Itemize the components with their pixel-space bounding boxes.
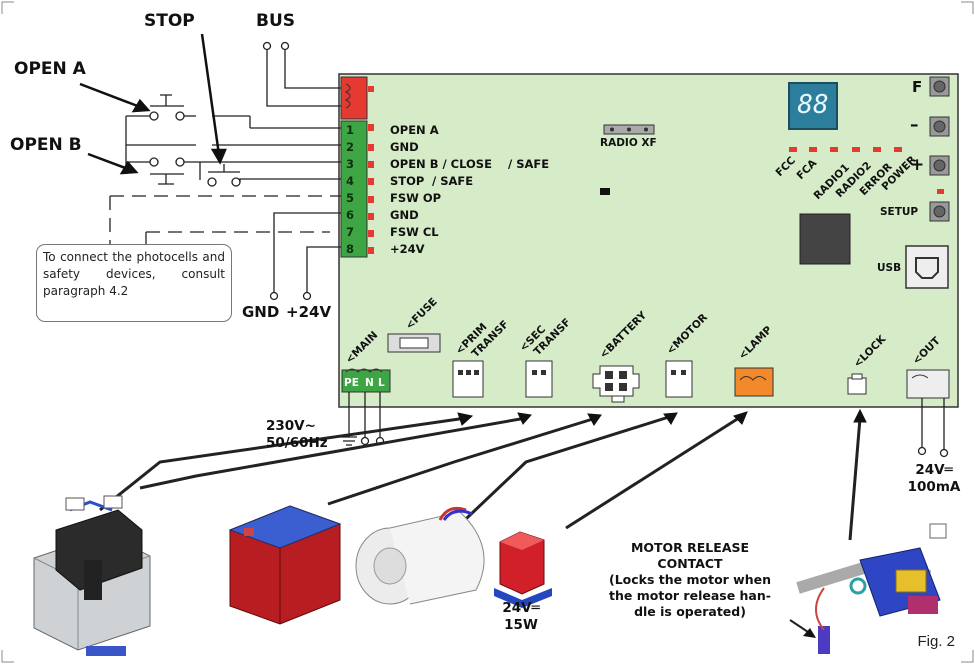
photocell-note: To connect the photocells and safety dev… (36, 244, 232, 322)
terminal-label: GND (390, 140, 419, 154)
terminal-extra: / SAFE (508, 157, 550, 171)
motor-release-description: (Locks the motor when the motor release … (609, 572, 771, 619)
out-voltage: 24V═ (915, 462, 953, 478)
out-current: 100mA (907, 479, 961, 495)
terminal-label: FSW OP (390, 191, 442, 205)
main-pin-n: N (365, 377, 374, 389)
lamp-voltage: 24V═ (502, 600, 540, 616)
plus-button-label: + (910, 155, 925, 175)
terminal-number: 8 (346, 242, 355, 256)
terminal-label: STOP (390, 174, 425, 188)
release-contact-image (789, 523, 947, 654)
radio-xf-label: RADIO XF (600, 137, 657, 149)
motor-image (355, 506, 485, 605)
lamp-image (494, 531, 552, 608)
setup-button-label: SETUP (880, 206, 919, 218)
v24-out-label: +24V (286, 303, 332, 321)
terminal-label: OPEN B / CLOSE (390, 157, 492, 171)
motor-release-title-2: CONTACT (657, 556, 723, 571)
mains-rating: 230V~ 50/60Hz (266, 418, 328, 452)
terminal-number: 5 (346, 191, 355, 205)
mains-frequency: 50/60Hz (266, 435, 328, 451)
lamp-rating: 24V═ 15W (490, 600, 552, 634)
main-pin-pe: PE (344, 377, 359, 389)
terminal-number: 1 (346, 123, 355, 137)
terminal-extra: / SAFE (432, 174, 474, 188)
transformer-image (33, 495, 151, 656)
bus-label: BUS (256, 11, 296, 31)
terminal-label: FSW CL (390, 225, 439, 239)
motor-release-title: MOTOR RELEASE (630, 540, 750, 555)
lamp-power: 15W (504, 617, 538, 633)
terminal-number: 3 (346, 157, 355, 171)
stop-label: STOP (144, 11, 195, 31)
terminal-number: 7 (346, 225, 355, 239)
terminal-label: +24V (390, 242, 425, 256)
battery-image (228, 505, 342, 625)
terminal-number: 4 (346, 174, 355, 188)
bus-connector (340, 76, 368, 120)
main-pin-l: L (378, 377, 385, 389)
mains-voltage: 230V~ (266, 418, 316, 434)
terminal-number: 2 (346, 140, 355, 154)
f-button-label: F (912, 78, 923, 96)
open-a-label: OPEN A (14, 59, 86, 79)
out-rating: 24V═ 100mA (898, 462, 970, 496)
figure-label: Fig. 2 (917, 633, 955, 650)
seven-segment-display: 88 (788, 82, 838, 130)
minus-button-label: – (910, 115, 919, 135)
board-buttons (929, 76, 950, 222)
terminal-number: 6 (346, 208, 355, 222)
terminal-label: GND (390, 208, 419, 222)
terminal-label: OPEN A (390, 123, 439, 137)
open-b-label: OPEN B (10, 135, 82, 155)
gnd-out-label: GND (242, 303, 280, 321)
motor-release-caption: MOTOR RELEASE CONTACT (Locks the motor w… (604, 540, 776, 620)
terminal-block (340, 120, 368, 258)
usb-label: USB (877, 262, 902, 274)
